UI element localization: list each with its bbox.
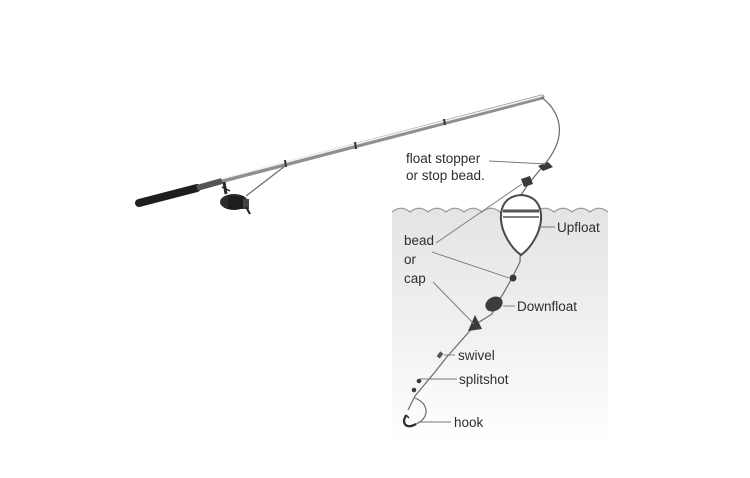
float-stopper-mark: [538, 162, 553, 171]
downfloat: [485, 296, 503, 312]
cap: [468, 315, 482, 331]
reel: [220, 181, 251, 215]
upfloat: [499, 193, 543, 257]
rod-handle: [135, 184, 201, 207]
splitshot: [416, 378, 422, 384]
label-swivel: swivel: [458, 348, 495, 363]
rod-joint: [354, 141, 357, 150]
label-float-stopper: float stopper or stop bead.: [406, 151, 485, 183]
leader-bead: [431, 251, 510, 279]
rod-blank: [175, 94, 545, 195]
label-bead-or-cap: bead or cap: [404, 233, 435, 286]
water: [391, 207, 609, 440]
leader-lines: [418, 160, 555, 423]
label-splitshot: splitshot: [459, 372, 509, 387]
rod-joint: [284, 159, 287, 168]
label-downfloat: Downfloat: [517, 299, 578, 314]
fishing-rod: [135, 94, 545, 207]
bead: [509, 274, 517, 282]
hook-icon: [402, 414, 417, 428]
splitshot: [411, 387, 417, 393]
label-upfloat: Upfloat: [557, 220, 600, 235]
leader-float-stopper: [488, 160, 547, 165]
stop-bead: [521, 176, 533, 187]
rod-joint: [443, 118, 446, 126]
leader-stop-bead: [435, 183, 523, 244]
swivel: [436, 351, 444, 359]
tackle: [402, 162, 553, 428]
water-surface: [391, 207, 609, 213]
leader-cap: [432, 281, 475, 325]
label-hook: hook: [454, 415, 484, 430]
